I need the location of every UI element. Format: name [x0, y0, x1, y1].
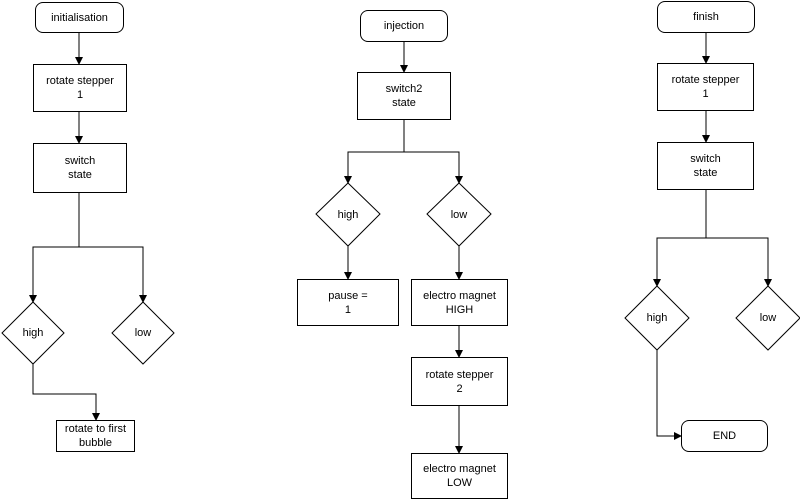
switch-state-node: switch state — [657, 142, 754, 190]
decision-low-diamond — [111, 301, 175, 365]
decision-high-diamond — [624, 285, 690, 351]
rotate-stepper-node: rotate stepper 1 — [657, 63, 754, 111]
switch-state-node: switch state — [33, 143, 127, 193]
connector — [344, 120, 405, 184]
pause-node: pause = 1 — [297, 279, 399, 326]
connector — [656, 350, 682, 440]
decision-low-diamond — [426, 182, 492, 247]
injection-start-node: injection — [360, 10, 448, 42]
finish-start-node: finish — [657, 1, 755, 33]
switch2-state-node: switch2 state — [357, 72, 451, 120]
connector — [404, 151, 463, 184]
rotate-stepper-node: rotate stepper 1 — [33, 64, 127, 112]
end-node: END — [681, 420, 768, 452]
connector — [29, 193, 80, 303]
injection-connectors — [344, 42, 463, 454]
connector — [706, 237, 772, 287]
connector — [79, 246, 147, 303]
initialisation-start-node: initialisation — [35, 2, 124, 33]
decision-high-label: high — [646, 312, 668, 324]
decision-low-diamond — [735, 285, 800, 351]
rotate-stepper-2-node: rotate stepper 2 — [411, 357, 508, 406]
rotate-to-first-bubble-node: rotate to first bubble — [56, 420, 135, 452]
decision-high-label: high — [22, 327, 44, 339]
electro-magnet-high-node: electro magnet HIGH — [411, 279, 508, 326]
decision-high-diamond — [315, 182, 381, 247]
finish-connectors — [653, 33, 772, 440]
initialisation-connectors — [29, 33, 147, 421]
decision-low-label: low — [450, 208, 468, 221]
decision-high-diamond — [1, 301, 65, 365]
electro-magnet-low-node: electro magnet LOW — [411, 453, 508, 499]
connector — [653, 190, 707, 287]
decision-low-label: low — [134, 327, 152, 339]
decision-low-label: low — [759, 312, 777, 324]
connector — [32, 364, 100, 421]
decision-high-label: high — [337, 208, 359, 221]
